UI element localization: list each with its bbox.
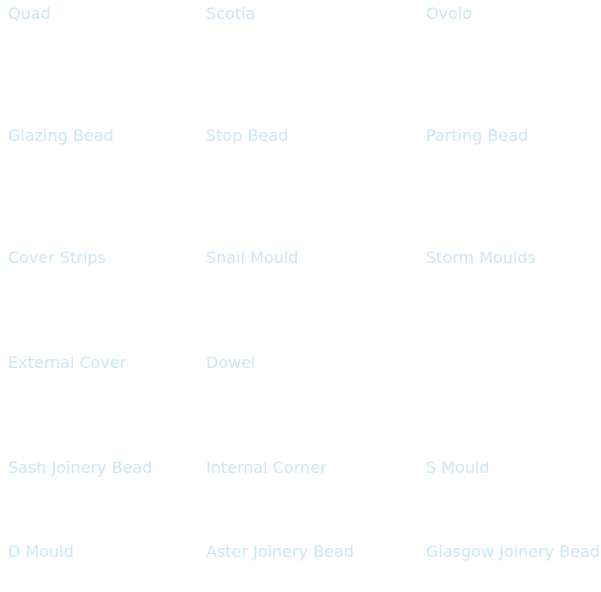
category-link-snail-mould[interactable]: Snail Mould [206, 248, 299, 267]
category-link-cover-strips[interactable]: Cover Strips [8, 248, 106, 267]
category-link-quad[interactable]: Quad [8, 4, 51, 23]
category-link-dowel[interactable]: Dowel [206, 353, 256, 372]
category-link-stop-bead[interactable]: Stop Bead [206, 126, 289, 145]
category-link-d-mould[interactable]: D Mould [8, 542, 74, 561]
category-link-glazing-bead[interactable]: Glazing Bead [8, 126, 114, 145]
category-link-scotia[interactable]: Scotia [206, 4, 256, 23]
category-link-parting-bead[interactable]: Parting Bead [426, 126, 529, 145]
category-link-ovolo[interactable]: Ovolo [426, 4, 473, 23]
category-link-external-cover[interactable]: External Cover [8, 353, 127, 372]
category-link-sash-joinery-bead[interactable]: Sash Joinery Bead [8, 458, 153, 477]
category-link-glasgow-joinery-bead[interactable]: Glasgow Joinery Bead [426, 542, 600, 561]
category-link-internal-corner[interactable]: Internal Corner [206, 458, 327, 477]
category-link-storm-moulds[interactable]: Storm Moulds [426, 248, 536, 267]
category-link-s-mould[interactable]: S Mould [426, 458, 490, 477]
category-link-aster-joinery-bead[interactable]: Aster Joinery Bead [206, 542, 354, 561]
